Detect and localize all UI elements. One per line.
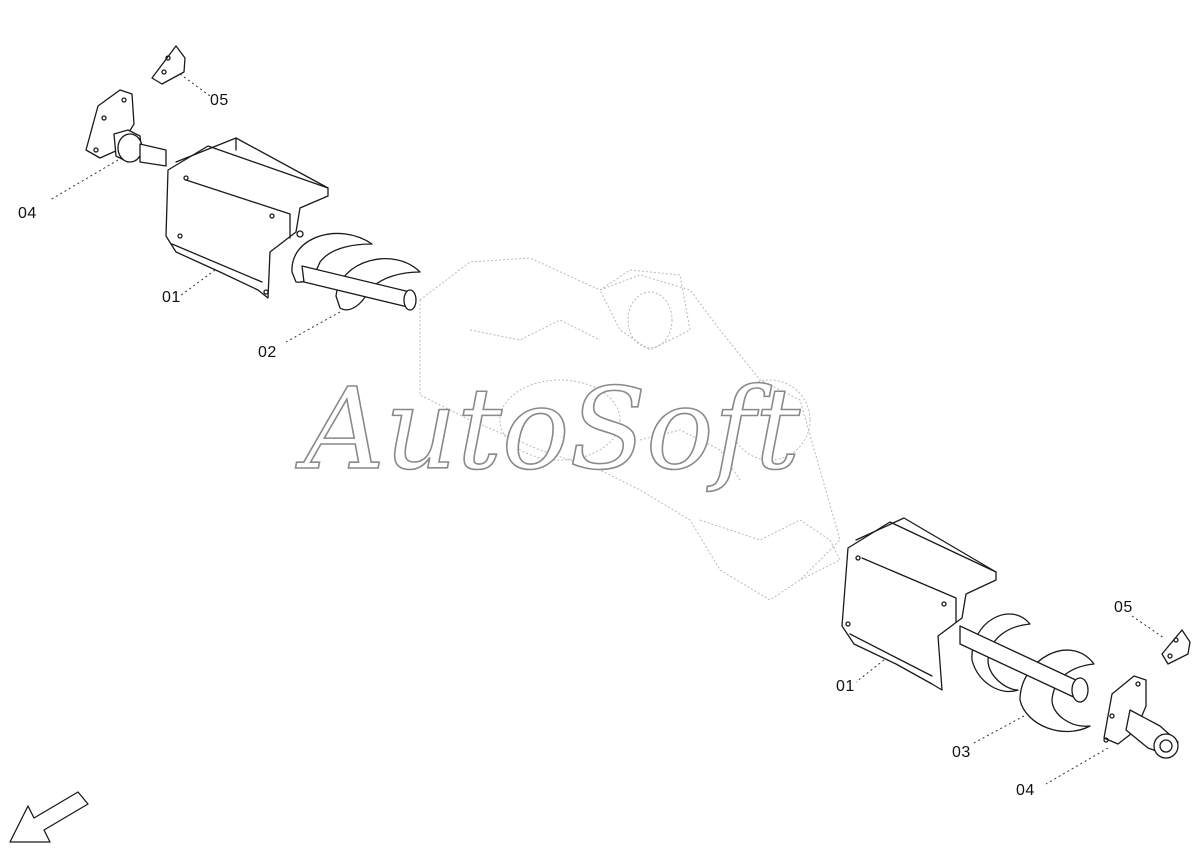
callout-01-bottom: 01 — [836, 678, 855, 695]
part-01-bottom-housing — [841, 517, 997, 691]
part-02-auger — [285, 230, 421, 343]
callout-03-bottom: 03 — [952, 744, 971, 761]
part-03-auger — [959, 613, 1095, 745]
callout-01-top: 01 — [162, 289, 181, 306]
direction-arrow-icon — [9, 791, 89, 843]
callout-05-bottom: 05 — [1114, 599, 1133, 616]
part-04-bottom-bracket — [1045, 675, 1179, 785]
part-05-top-plate — [151, 45, 211, 97]
callout-04-bottom: 04 — [1016, 782, 1035, 799]
callout-04-top: 04 — [18, 205, 37, 222]
part-04-top-bracket — [49, 89, 167, 201]
ghost-housing — [419, 257, 841, 601]
watermark: AutoSoft — [295, 365, 801, 495]
callout-02-top: 02 — [258, 344, 277, 361]
callout-05-top: 05 — [210, 92, 229, 109]
part-05-bottom-plate — [1131, 615, 1191, 665]
part-01-top-housing — [165, 137, 329, 299]
